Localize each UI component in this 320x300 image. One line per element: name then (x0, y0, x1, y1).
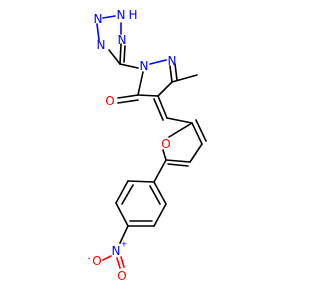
bond-ph-6-double (149, 185, 161, 205)
bond-fu-o-c2 (168, 122, 193, 138)
atom-pz-n1: N (140, 59, 149, 73)
bond-ph-2 (115, 180, 129, 204)
bond-fu-c2-c3-double (195, 119, 207, 142)
bond-pz-c5-n1 (137, 71, 144, 96)
bond-exo (157, 95, 168, 119)
bond-fu-c3-c4 (189, 143, 203, 163)
bond-ch-furan (166, 117, 193, 124)
molecule-structure: N N N H N N N O O N + O - O (88, 8, 207, 283)
bond-pz-c4-c5 (137, 94, 159, 97)
bond-furan-phenyl (153, 159, 167, 183)
atom-tz-n1: N (97, 38, 106, 52)
atom-nitro-o1-charge: - (88, 254, 91, 263)
bonds (96, 15, 207, 269)
bond-ph-nitro (119, 225, 129, 244)
bond-exo-double (153, 98, 164, 121)
atom-labels: N N N H N N N O O N + O - O (88, 8, 177, 283)
bond-tz-n1-n2 (96, 23, 100, 41)
atom-furan-o: O (161, 137, 170, 151)
atom-nitro-n-charge: + (121, 240, 128, 249)
bond-fu-c2-c3 (191, 122, 203, 145)
atom-nitro-o1: O (92, 254, 101, 268)
bond-fu-c5-o (162, 149, 167, 161)
atom-tz-n2: N (94, 12, 103, 26)
atom-nitro-o2: O (117, 269, 126, 283)
bond-nitro-o2 (116, 257, 121, 269)
bond-methyl (171, 74, 198, 83)
bond-carbonyl (117, 94, 139, 99)
atom-pz-n2: N (168, 54, 177, 68)
bond-pz-n2-c3 (169, 65, 173, 83)
atom-tz-h: H (128, 8, 137, 22)
bond-ph-5 (153, 203, 167, 227)
bond-pz-n2-c3-double (174, 63, 178, 81)
atom-tz-n4: N (118, 33, 127, 47)
atom-tz-nh: N (117, 8, 126, 22)
bond-ph-2-double (121, 184, 134, 205)
atom-carbonyl-o: O (105, 94, 114, 108)
bond-tz-c-n1 (108, 49, 121, 65)
bond-tz-pz (119, 63, 139, 69)
atom-nitro-n: N (112, 244, 121, 258)
bond-ph-1 (127, 180, 155, 183)
bond-carbonyl-double (117, 99, 139, 104)
bond-fu-c4-c5-double (167, 163, 189, 167)
bond-nitro-o2-double (120, 256, 125, 268)
bond-pz-n1-n2 (149, 59, 167, 65)
bond-ph-6 (153, 181, 167, 205)
bond-pz-c3-c4 (157, 81, 173, 97)
bond-ph-3 (115, 202, 129, 227)
bond-tz-n4-c-double (123, 45, 126, 63)
bond-fu-c4-c5 (165, 159, 191, 163)
bond-tz-n2-n3 (102, 15, 116, 19)
bond-tz-n4-c (119, 43, 122, 65)
bond-nitro-o1 (102, 255, 112, 261)
